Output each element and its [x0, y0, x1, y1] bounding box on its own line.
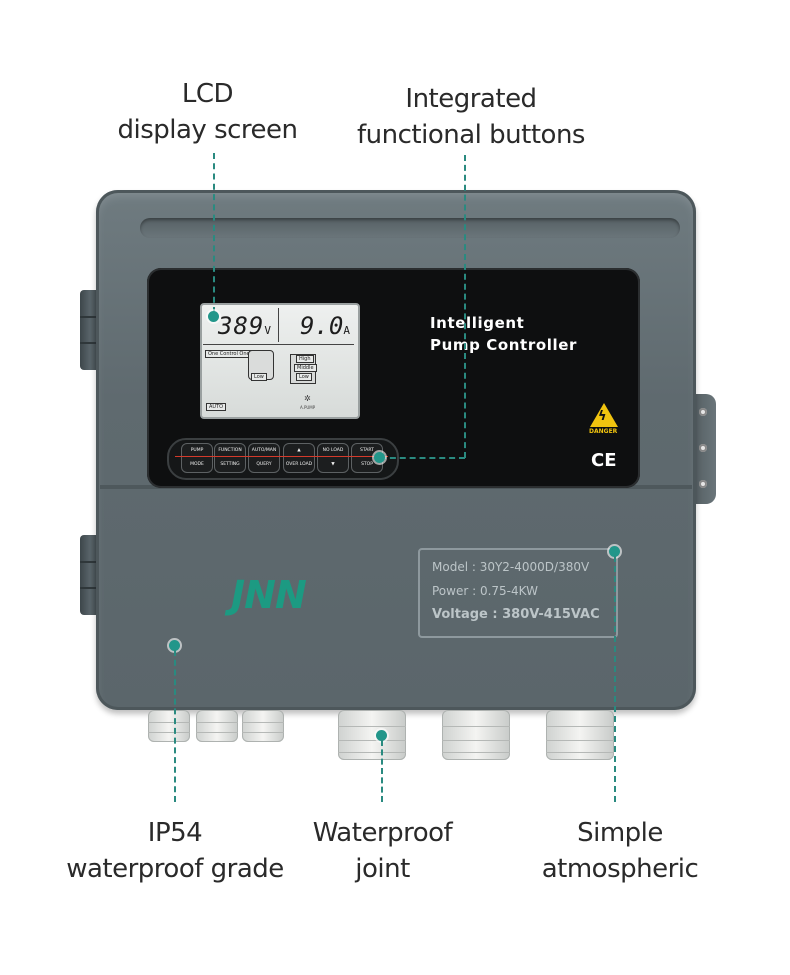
nameplate-power: Power : 0.75-4KW	[432, 584, 538, 598]
key-pump-mode[interactable]: PUMP MODE	[181, 443, 213, 473]
lcd-level-high: High	[296, 355, 314, 363]
hinge-top	[80, 290, 100, 370]
key-noload-down[interactable]: NO LOAD ▼	[317, 443, 349, 473]
danger-label: DANGER	[589, 428, 618, 435]
lcd-voltage-value: 389	[218, 312, 265, 340]
lcd-divider	[278, 308, 279, 342]
key-auto-bottom: QUERY	[256, 462, 272, 467]
marker-dot-buttons	[374, 452, 385, 463]
key-up-bottom: OVER LOAD	[285, 462, 313, 467]
key-auto-query[interactable]: AUTO/MAN QUERY	[248, 443, 280, 473]
callout-buttons-line1: Integrated	[405, 84, 537, 114]
key-up-top: ▲	[297, 448, 301, 453]
callout-lcd: LCD display screen	[110, 76, 305, 148]
lcd-current-unit: A	[343, 324, 350, 337]
leader-ip54	[174, 650, 176, 802]
key-noload-top: NO LOAD	[322, 448, 344, 453]
leader-buttons-horizontal	[380, 457, 465, 459]
lcd-separator	[203, 344, 354, 345]
cable-gland-6	[546, 710, 614, 760]
jnn-logo: JNN	[231, 573, 307, 617]
marker-dot-ip54	[169, 640, 180, 651]
lightning-bolt-icon: ϟ	[598, 409, 607, 424]
callout-simple-line1: Simple	[577, 818, 663, 848]
callout-buttons: Integrated functional buttons	[350, 81, 592, 153]
product-title-line2: Pump Controller	[430, 336, 577, 354]
lcd-mode-label: One Control One	[205, 350, 253, 358]
key-pump-mode-bottom: MODE	[190, 462, 204, 467]
lcd-voltage: 389V	[218, 312, 272, 340]
lcd-tank-label: Low	[251, 373, 267, 381]
key-start-top: START	[360, 448, 374, 453]
marker-dot-lcd	[208, 311, 219, 322]
lcd-screen	[200, 303, 360, 419]
key-function-bottom: SETTING	[220, 462, 240, 467]
callout-simple-line2: atmospheric	[541, 854, 699, 884]
callout-buttons-line2: functional buttons	[357, 120, 585, 150]
callout-joint-line2: joint	[355, 854, 410, 884]
leader-simple	[614, 556, 616, 802]
callout-joint-line1: Waterproof	[312, 818, 453, 848]
key-up-overload[interactable]: ▲ OVER LOAD	[283, 443, 315, 473]
key-auto-top: AUTO/MAN	[251, 448, 277, 453]
cable-gland-2	[196, 710, 238, 742]
lcd-current: 9.0A	[300, 312, 350, 340]
lcd-current-value: 9.0	[300, 312, 344, 340]
key-function-top: FUNCTION	[218, 448, 242, 453]
hinge-bottom	[80, 535, 100, 615]
callout-lcd-line1: LCD	[181, 79, 234, 109]
enclosure-top-groove	[140, 218, 680, 238]
key-start-bottom: STOP	[361, 462, 373, 467]
callout-lcd-line2: display screen	[117, 115, 298, 145]
product-title-line1: Intelligent	[430, 314, 525, 332]
callout-ip54: IP54 waterproof grade	[55, 815, 295, 887]
leader-buttons-vertical	[464, 155, 466, 458]
leader-lcd	[213, 153, 215, 313]
marker-dot-simple	[609, 546, 620, 557]
callout-ip54-line2: waterproof grade	[66, 854, 284, 884]
callout-simple: Simple atmospheric	[530, 815, 710, 887]
cable-gland-4	[338, 710, 406, 760]
cable-gland-1	[148, 710, 190, 742]
nameplate-label	[418, 548, 618, 638]
fan-icon: ✲	[304, 394, 311, 403]
callout-ip54-line1: IP54	[147, 818, 203, 848]
marker-dot-joint	[376, 730, 387, 741]
callout-joint: Waterproof joint	[300, 815, 465, 887]
key-function-setting[interactable]: FUNCTION SETTING	[214, 443, 246, 473]
lcd-voltage-unit: V	[264, 324, 272, 337]
keypad-red-line	[175, 456, 388, 457]
lcd-level-low: Low	[296, 373, 312, 381]
lcd-pump-label: A.PUMP	[300, 405, 316, 410]
lcd-auto-label: AUTO	[206, 403, 227, 411]
key-pump-mode-top: PUMP	[190, 448, 204, 453]
nameplate-model: Model : 30Y2-4000D/380V	[432, 560, 590, 574]
key-noload-bottom: ▼	[331, 462, 335, 467]
leader-joint	[381, 740, 383, 802]
cable-gland-3	[242, 710, 284, 742]
nameplate-voltage: Voltage : 380V-415VAC	[432, 607, 600, 622]
high-voltage-warning-icon	[590, 403, 618, 427]
lcd-level-middle: Middle	[294, 364, 317, 372]
cable-gland-5	[442, 710, 510, 760]
ce-mark: CE	[591, 450, 617, 471]
